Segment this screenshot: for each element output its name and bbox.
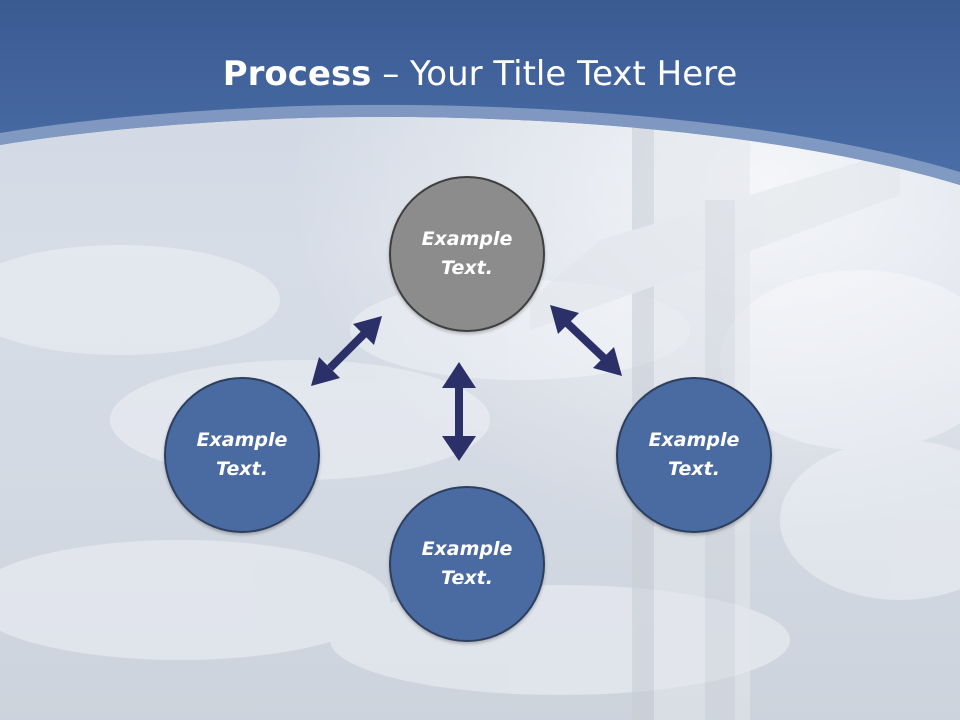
process-node-right: Example Text. xyxy=(616,377,772,533)
arrow-top-left xyxy=(327,329,369,371)
node-label: Example xyxy=(648,429,740,451)
process-node-left: Example Text. xyxy=(164,377,320,533)
arrowhead-icon xyxy=(311,357,340,386)
node-label: Example xyxy=(421,538,513,560)
node-label: Text. xyxy=(441,257,493,279)
page-title: Process – Your Title Text Here xyxy=(0,52,960,96)
title-bold: Process xyxy=(222,54,372,94)
node-label: Example xyxy=(196,429,288,451)
title-rest: – Your Title Text Here xyxy=(371,54,738,94)
arrowhead-icon xyxy=(353,316,382,345)
arrow-top-right xyxy=(563,319,609,363)
node-label: Text. xyxy=(441,567,493,589)
header-swoosh xyxy=(0,104,960,185)
node-label: Text. xyxy=(216,458,268,480)
process-node-bottom: Example Text. xyxy=(389,486,545,642)
arrowhead-icon xyxy=(593,347,622,376)
arrowhead-icon xyxy=(442,362,476,388)
arrowhead-icon xyxy=(550,305,579,334)
header-band xyxy=(0,0,960,185)
node-label: Example xyxy=(421,228,513,250)
process-node-top: Example Text. xyxy=(389,176,545,332)
node-label: Text. xyxy=(668,458,720,480)
arrowhead-icon xyxy=(442,436,476,461)
